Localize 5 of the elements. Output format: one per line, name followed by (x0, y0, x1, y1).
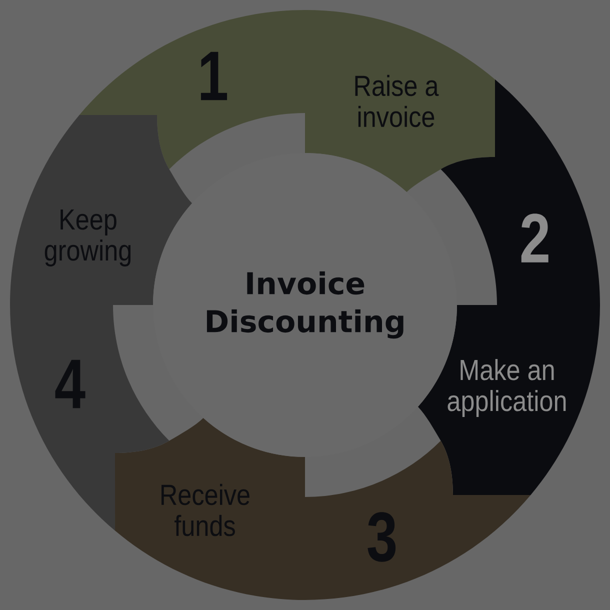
ring-segment (115, 418, 531, 600)
step-label: Raise a invoice (355, 74, 439, 128)
step-number: 1 (200, 52, 228, 100)
ring-segment (79, 10, 495, 192)
step-number: 2 (521, 214, 548, 262)
